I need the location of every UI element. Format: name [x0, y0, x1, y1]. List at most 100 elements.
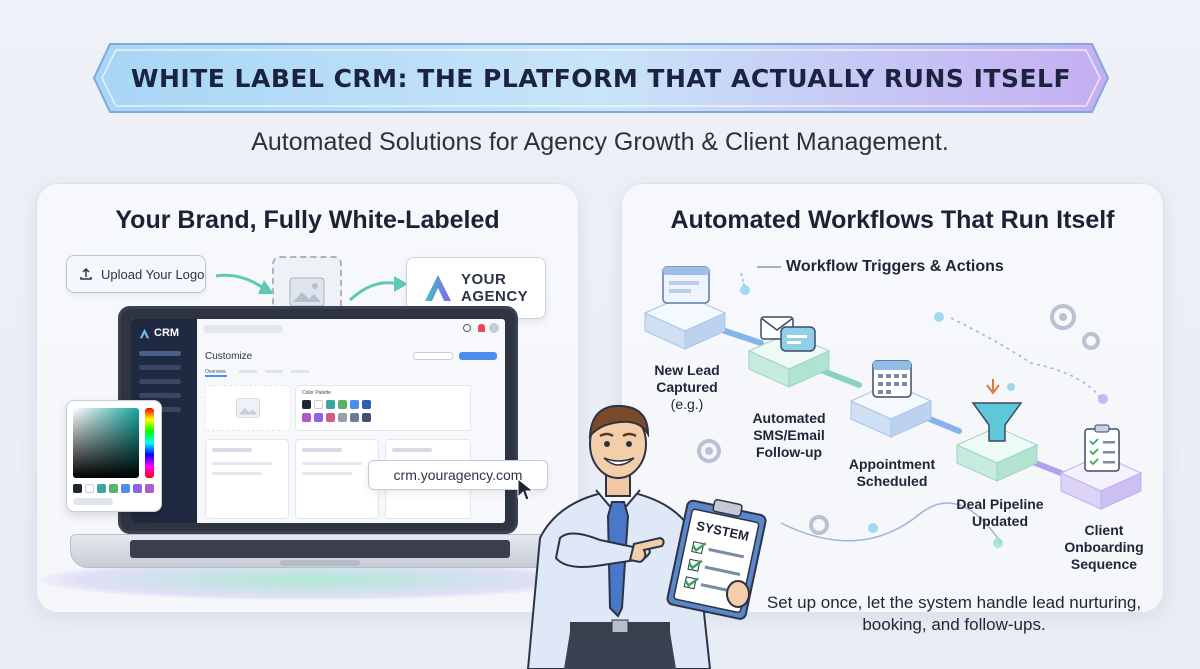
upload-logo-button[interactable]: Upload Your Logo: [66, 255, 206, 293]
color-swatch[interactable]: [326, 413, 335, 422]
title-banner: WHITE LABEL CRM: THE PLATFORM THAT ACTUA…: [92, 42, 1110, 114]
tab-overview[interactable]: Overview: [205, 369, 226, 375]
color-picker[interactable]: [66, 400, 162, 512]
tab-underline: [205, 375, 227, 377]
image-placeholder-icon: [289, 277, 325, 307]
gear-icon: [697, 304, 1100, 535]
color-swatch[interactable]: [109, 484, 118, 493]
funnel-icon: [971, 402, 1023, 442]
step-label-line: SMS/Email: [753, 427, 825, 443]
step-appointment: Appointment Scheduled: [836, 456, 948, 490]
tab-placeholder[interactable]: [239, 370, 257, 373]
content-card: [295, 439, 379, 519]
laptop-screen-frame: CRM Customize Overview: [118, 306, 518, 534]
agency-logo-icon: [425, 275, 451, 301]
color-palette-card: Color Palette: [295, 385, 471, 431]
content-card: [205, 439, 289, 519]
step-label-line: Scheduled: [856, 473, 928, 489]
cursor-icon: [517, 478, 535, 501]
color-swatch[interactable]: [97, 484, 106, 493]
upload-icon: [80, 267, 92, 280]
arrow-to-agency: [348, 276, 408, 302]
color-swatch[interactable]: [85, 484, 94, 493]
workflow-step-block: [849, 360, 933, 438]
sidebar-item[interactable]: [139, 393, 181, 398]
step-label-line: Automated: [752, 410, 826, 426]
step-label-line: (e.g.): [670, 396, 704, 412]
laptop: CRM Customize Overview: [70, 306, 570, 606]
sidebar-item[interactable]: [139, 351, 181, 356]
logo-upload-card[interactable]: [205, 385, 291, 431]
workflow-step-block: [955, 379, 1039, 482]
workflow-diagram: [643, 266, 1143, 548]
color-swatch[interactable]: [350, 413, 359, 422]
secondary-button[interactable]: [413, 352, 453, 360]
step-label-line: New Lead: [654, 362, 720, 378]
hue-slider[interactable]: [145, 408, 154, 478]
laptop-keyboard: [130, 540, 510, 558]
upload-logo-label: Upload Your Logo: [101, 266, 205, 282]
workflow-title: Automated Workflows That Run Itself: [670, 206, 1115, 234]
custom-domain-url[interactable]: crm.youragency.com: [368, 460, 548, 490]
avatar[interactable]: [489, 323, 499, 333]
workflow-step-block: [1059, 424, 1143, 510]
bell-icon[interactable]: [478, 324, 485, 332]
checklist-icon: [1084, 428, 1120, 472]
hex-input[interactable]: [73, 498, 113, 505]
step-automated-followup: Automated SMS/Email Follow-up: [740, 410, 838, 461]
crm-logo-text: CRM: [154, 327, 180, 339]
arrow-to-placeholder: [215, 273, 274, 294]
color-swatch[interactable]: [338, 413, 347, 422]
crm-logo-icon: [139, 328, 150, 338]
color-swatch[interactable]: [302, 413, 311, 422]
page-title: WHITE LABEL CRM: THE PLATFORM THAT ACTUA…: [130, 63, 1072, 93]
step-label-line: Follow-up: [755, 444, 823, 460]
color-swatch[interactable]: [326, 400, 335, 409]
color-swatch[interactable]: [121, 484, 130, 493]
crm-logo: CRM: [139, 327, 179, 339]
workflow-step-block: [643, 266, 727, 350]
color-swatch[interactable]: [362, 400, 371, 409]
sidebar-item[interactable]: [139, 365, 181, 370]
search-icon[interactable]: [463, 324, 471, 332]
step-label-line: Appointment: [848, 456, 936, 472]
chat-icon: [780, 326, 816, 352]
businessman-illustration: SYSTEM: [526, 404, 767, 669]
color-swatch[interactable]: [133, 484, 142, 493]
crm-search-bar[interactable]: [203, 325, 283, 333]
color-swatch[interactable]: [362, 413, 371, 422]
step-label-line: Onboarding: [1064, 539, 1144, 555]
tab-placeholder[interactable]: [265, 370, 283, 373]
color-swatch[interactable]: [314, 400, 323, 409]
step-label-line: Updated: [972, 513, 1028, 529]
color-swatch[interactable]: [338, 400, 347, 409]
step-label-line: Sequence: [1070, 556, 1138, 572]
color-swatch[interactable]: [73, 484, 82, 493]
step-label-line: Captured: [656, 379, 718, 395]
white-label-title: Your Brand, Fully White-Labeled: [115, 206, 500, 234]
clipboard: SYSTEM: [666, 498, 767, 620]
color-swatch[interactable]: [314, 413, 323, 422]
step-client-onboarding: Client Onboarding Sequence: [1054, 522, 1154, 573]
step-label-line: Client: [1084, 522, 1124, 538]
crm-screen: CRM Customize Overview: [131, 319, 505, 523]
page-subtitle: Automated Solutions for Agency Growth & …: [251, 128, 949, 156]
workflow-note: Set up once, let the system handle lead …: [766, 593, 1142, 634]
agency-name-line2: AGENCY: [461, 288, 529, 305]
step-label-line: Deal Pipeline: [956, 496, 1044, 512]
color-palette-label: Color Palette: [302, 390, 331, 396]
crm-main: Customize Overview Color Palette: [197, 319, 505, 523]
agency-name-line1: YOUR: [461, 271, 507, 288]
customize-heading: Customize: [205, 351, 253, 362]
tab-placeholder[interactable]: [291, 370, 309, 373]
color-swatch[interactable]: [145, 484, 154, 493]
image-placeholder-icon: [236, 398, 260, 418]
laptop-trackpad: [280, 560, 360, 566]
step-new-lead: New Lead Captured (e.g.): [640, 362, 734, 413]
primary-button[interactable]: [459, 352, 497, 360]
color-swatch[interactable]: [302, 400, 311, 409]
step-deal-pipeline: Deal Pipeline Updated: [944, 496, 1056, 530]
color-swatch[interactable]: [350, 400, 359, 409]
sidebar-item[interactable]: [139, 379, 181, 384]
color-gradient-area[interactable]: [73, 408, 139, 478]
